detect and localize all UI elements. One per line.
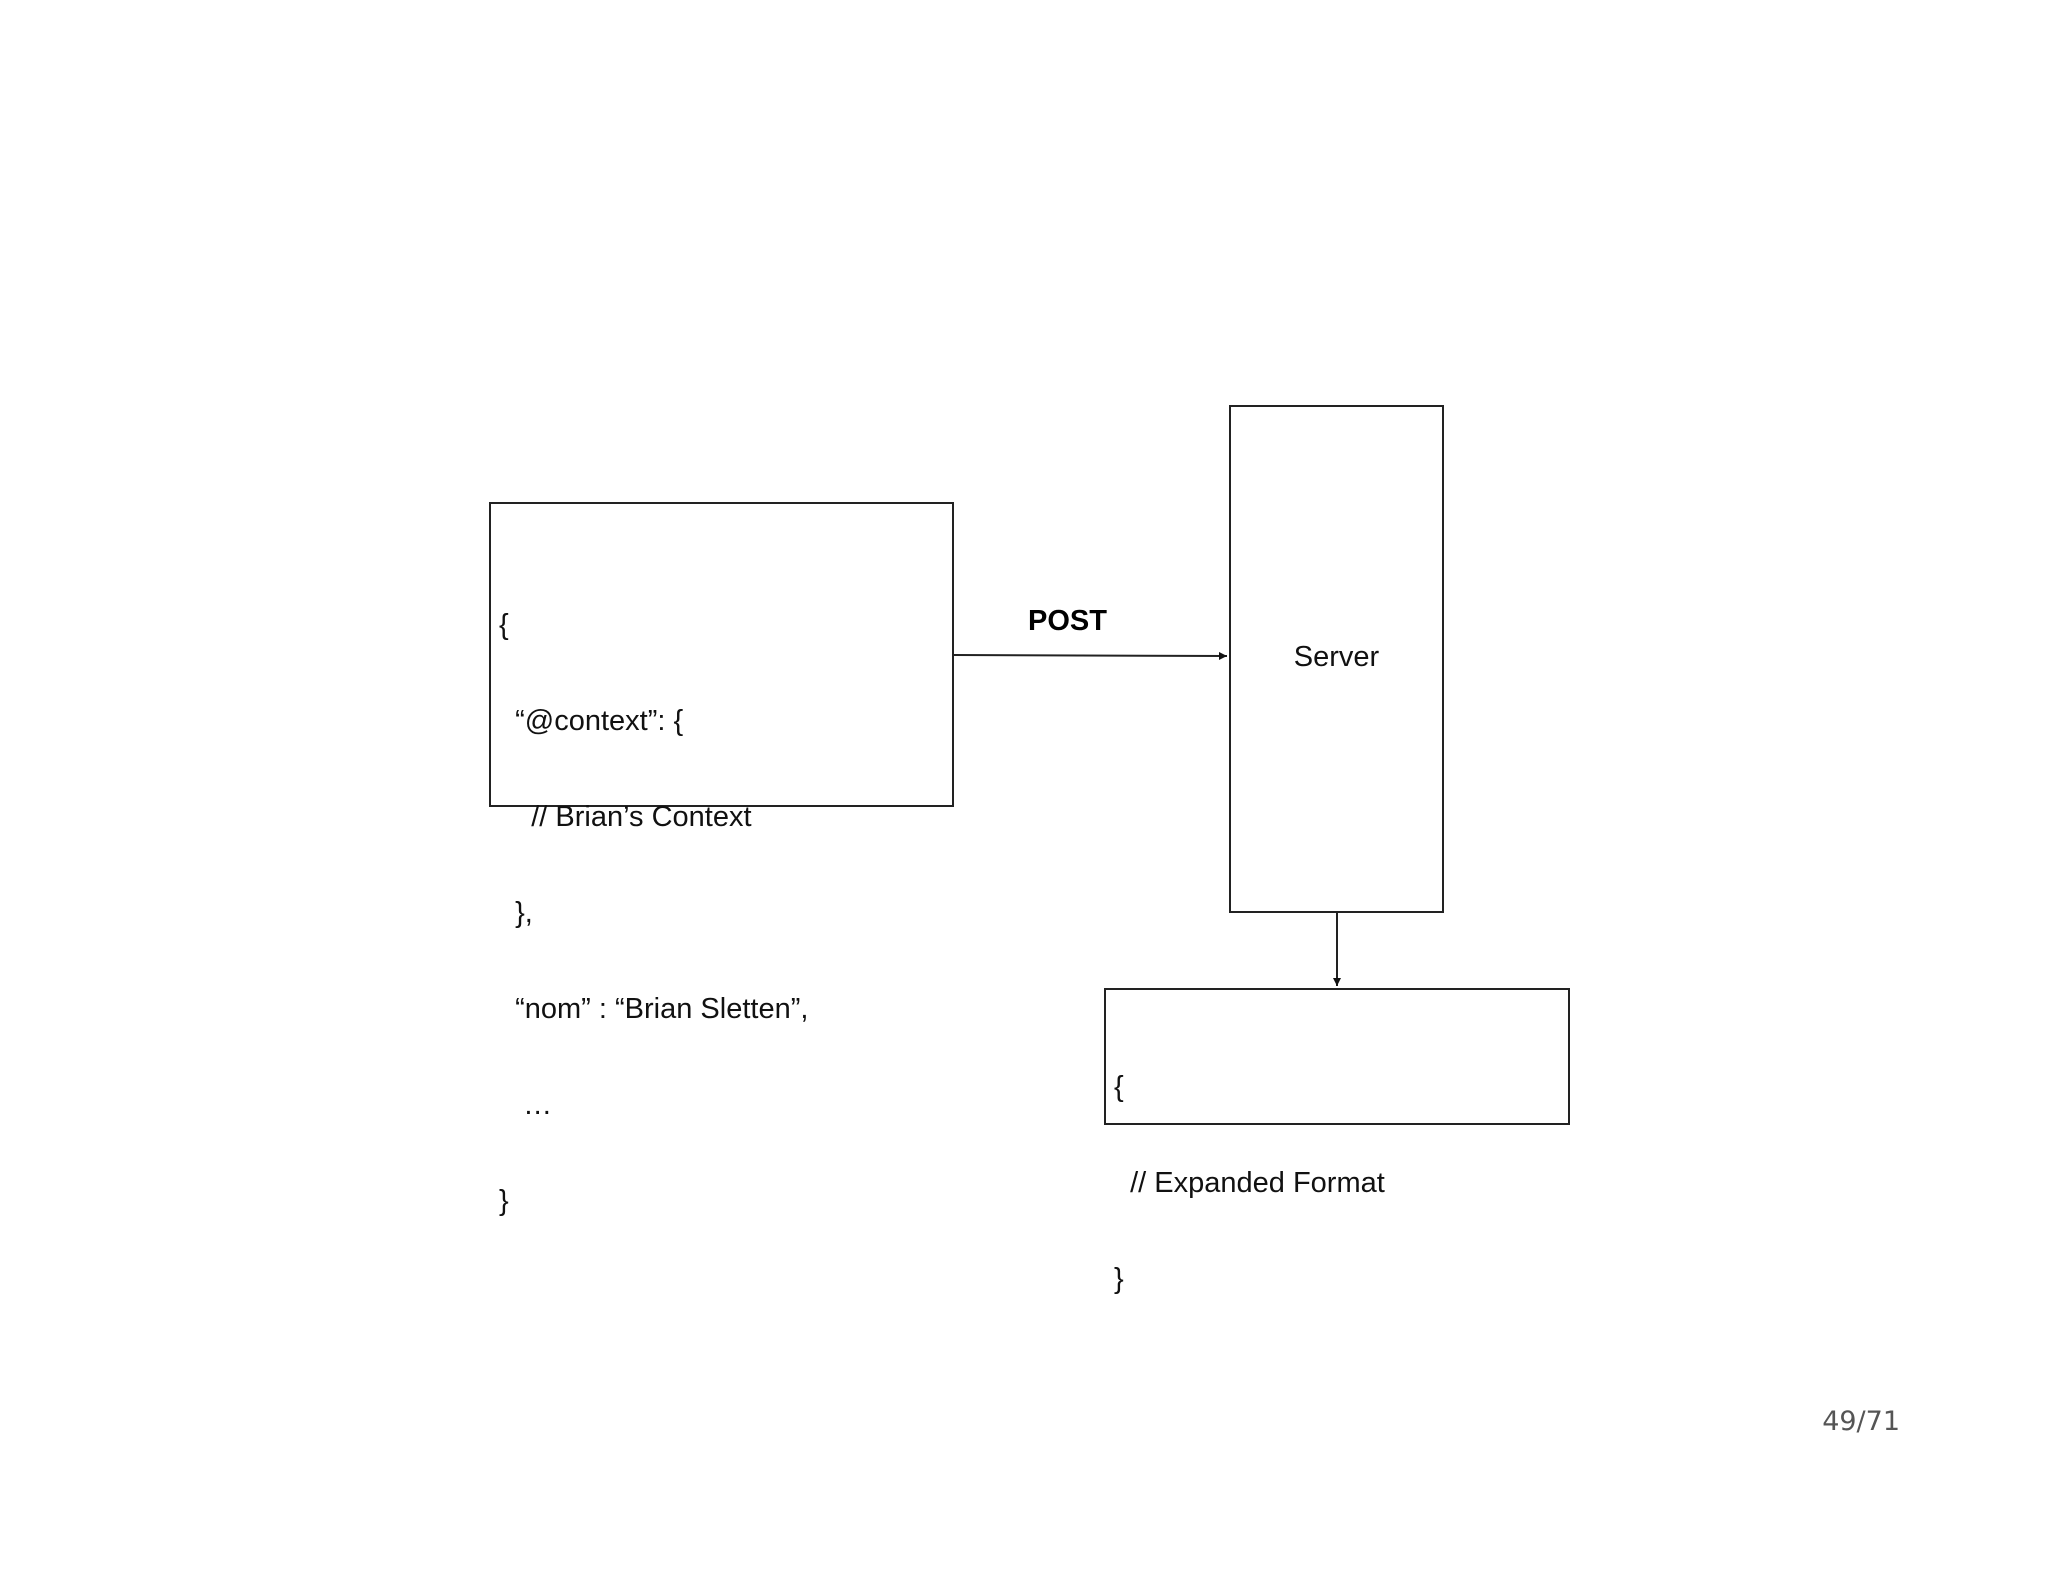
post-edge-label: POST	[1028, 605, 1107, 637]
client-payload-code: { “@context”: { // Brian’s Context }, “n…	[499, 545, 808, 1281]
page-counter: 49/71	[1822, 1406, 1900, 1437]
server-box: Server	[1229, 405, 1444, 913]
code-line: },	[499, 897, 533, 929]
expanded-result-code: { // Expanded Format }	[1114, 1007, 1385, 1359]
client-payload-box: { “@context”: { // Brian’s Context }, “n…	[489, 502, 954, 1217]
code-line: }	[499, 1185, 509, 1217]
code-line: // Expanded Format	[1114, 1167, 1385, 1199]
code-line: {	[1114, 1071, 1124, 1103]
code-line: “@context”: {	[499, 705, 684, 737]
post-edge-arrow	[953, 651, 1228, 660]
expanded-result-box: { // Expanded Format }	[1104, 988, 1570, 1295]
code-line: }	[1114, 1263, 1124, 1295]
server-label: Server	[1293, 641, 1380, 673]
code-line: “nom” : “Brian Sletten”,	[499, 993, 809, 1025]
code-line: // Brian’s Context	[499, 801, 752, 833]
code-line: …	[499, 1089, 553, 1121]
code-line: {	[499, 609, 509, 641]
